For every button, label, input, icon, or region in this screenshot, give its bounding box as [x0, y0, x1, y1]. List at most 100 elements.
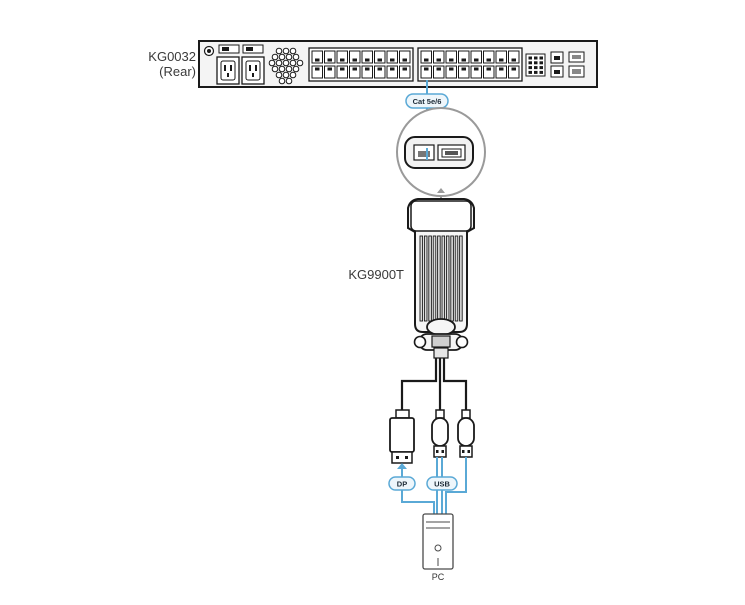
fan-grille-icon: [268, 47, 304, 85]
heatsink-rib: [428, 235, 432, 322]
rj45-port-latch: [511, 58, 516, 62]
fan-hole: [289, 71, 297, 79]
pc-tower-icon: [422, 513, 454, 570]
rj45-port: [361, 65, 373, 79]
usb-cable-tag: USB: [426, 476, 458, 491]
rj45-port: [495, 50, 507, 64]
rj45-port-latch: [402, 67, 407, 71]
dip-switch-pin: [528, 70, 532, 74]
rj45-port-latch: [449, 58, 454, 62]
dip-switch-pin: [534, 70, 538, 74]
power-inlet-icon: [216, 56, 265, 85]
rj45-ports-right: [420, 50, 520, 79]
fan-hole: [271, 65, 279, 73]
rj45-port-latch: [327, 67, 332, 71]
dp-cable-tag: DP: [388, 476, 416, 491]
heatsink-rib: [437, 235, 441, 322]
rj45-port: [445, 65, 457, 79]
pc-label: PC: [432, 572, 445, 582]
lan-cable-tag: Cat 5e/6: [405, 93, 449, 109]
heatsink-rib: [459, 235, 463, 322]
rj45-port-latch: [499, 67, 504, 71]
rj45-port: [495, 65, 507, 79]
rj45-port-latch: [315, 67, 320, 71]
ground-screw-icon: [203, 45, 215, 57]
rj45-port-latch: [486, 67, 491, 71]
fan-hole: [278, 77, 286, 85]
dip-switch-pin: [539, 56, 543, 60]
rj45-port: [374, 65, 386, 79]
rj45-port: [361, 50, 373, 64]
rj45-port-latch: [474, 58, 479, 62]
rj45-port: [420, 50, 432, 64]
rj45-port: [470, 65, 482, 79]
rj45-port: [458, 65, 470, 79]
rj45-port: [470, 50, 482, 64]
fan-hole: [278, 65, 286, 73]
rj45-port: [483, 50, 495, 64]
rj45-port-latch: [474, 67, 479, 71]
rj45-port-latch: [486, 58, 491, 62]
rj45-port-latch: [461, 58, 466, 62]
fan-hole: [268, 59, 276, 67]
rj45-port-latch: [461, 67, 466, 71]
rj45-port-latch: [352, 58, 357, 62]
rj45-port-latch: [340, 58, 345, 62]
rj45-port: [386, 50, 398, 64]
rj45-port: [386, 65, 398, 79]
rj45-port-latch: [390, 67, 395, 71]
network-ports-icon: [550, 51, 585, 78]
fan-hole: [292, 53, 300, 61]
rj45-port-latch: [390, 58, 395, 62]
rj45-port: [458, 50, 470, 64]
rj45-port: [374, 50, 386, 64]
fan-hole: [285, 77, 293, 85]
adapter-cable-bundle: [400, 358, 468, 410]
fan-hole: [275, 71, 283, 79]
port-detail-magnifier: [396, 107, 486, 200]
rj45-port: [336, 65, 348, 79]
dip-switch-pin: [534, 66, 538, 70]
rj45-port: [349, 65, 361, 79]
dip-switch-pin: [539, 61, 543, 65]
dip-switch-pin: [528, 61, 532, 65]
fan-hole: [275, 59, 283, 67]
dip-switch-pin: [539, 70, 543, 74]
rj45-port: [433, 65, 445, 79]
rj45-port-latch: [436, 58, 441, 62]
rj45-port-latch: [377, 58, 382, 62]
adapter-body: [407, 198, 475, 359]
rj45-port: [508, 50, 520, 64]
rj45-port-latch: [352, 67, 357, 71]
rj45-port: [324, 50, 336, 64]
rj45-port-latch: [365, 58, 370, 62]
fan-hole: [282, 59, 290, 67]
dip-switch-pin: [528, 56, 532, 60]
fan-hole: [292, 65, 300, 73]
rj45-port-latch: [499, 58, 504, 62]
rj45-port-latch: [402, 58, 407, 62]
rj45-ports-left: [311, 50, 411, 79]
heatsink-rib: [419, 235, 424, 322]
rj45-port: [399, 65, 411, 79]
rj45-port: [508, 65, 520, 79]
fan-hole: [278, 53, 286, 61]
heatsink-rib: [454, 235, 459, 322]
kvm-switch-position-label: (Rear): [159, 64, 196, 79]
adapter-model-label: KG9900T: [348, 267, 404, 282]
rj45-port: [433, 50, 445, 64]
rj45-port-latch: [377, 67, 382, 71]
dip-switch-pin: [534, 61, 538, 65]
fan-hole: [285, 53, 293, 61]
usb-connector-keyboard: [431, 409, 449, 458]
usb-cable-label: USB: [434, 480, 450, 489]
dip-switch-pin: [539, 66, 543, 70]
usb-connector-mouse: [457, 409, 475, 458]
rj45-port: [399, 50, 411, 64]
dip-switch-pin: [528, 66, 532, 70]
rj45-port-latch: [436, 67, 441, 71]
heatsink-rib: [432, 235, 437, 322]
heatsink-rib: [450, 235, 454, 322]
